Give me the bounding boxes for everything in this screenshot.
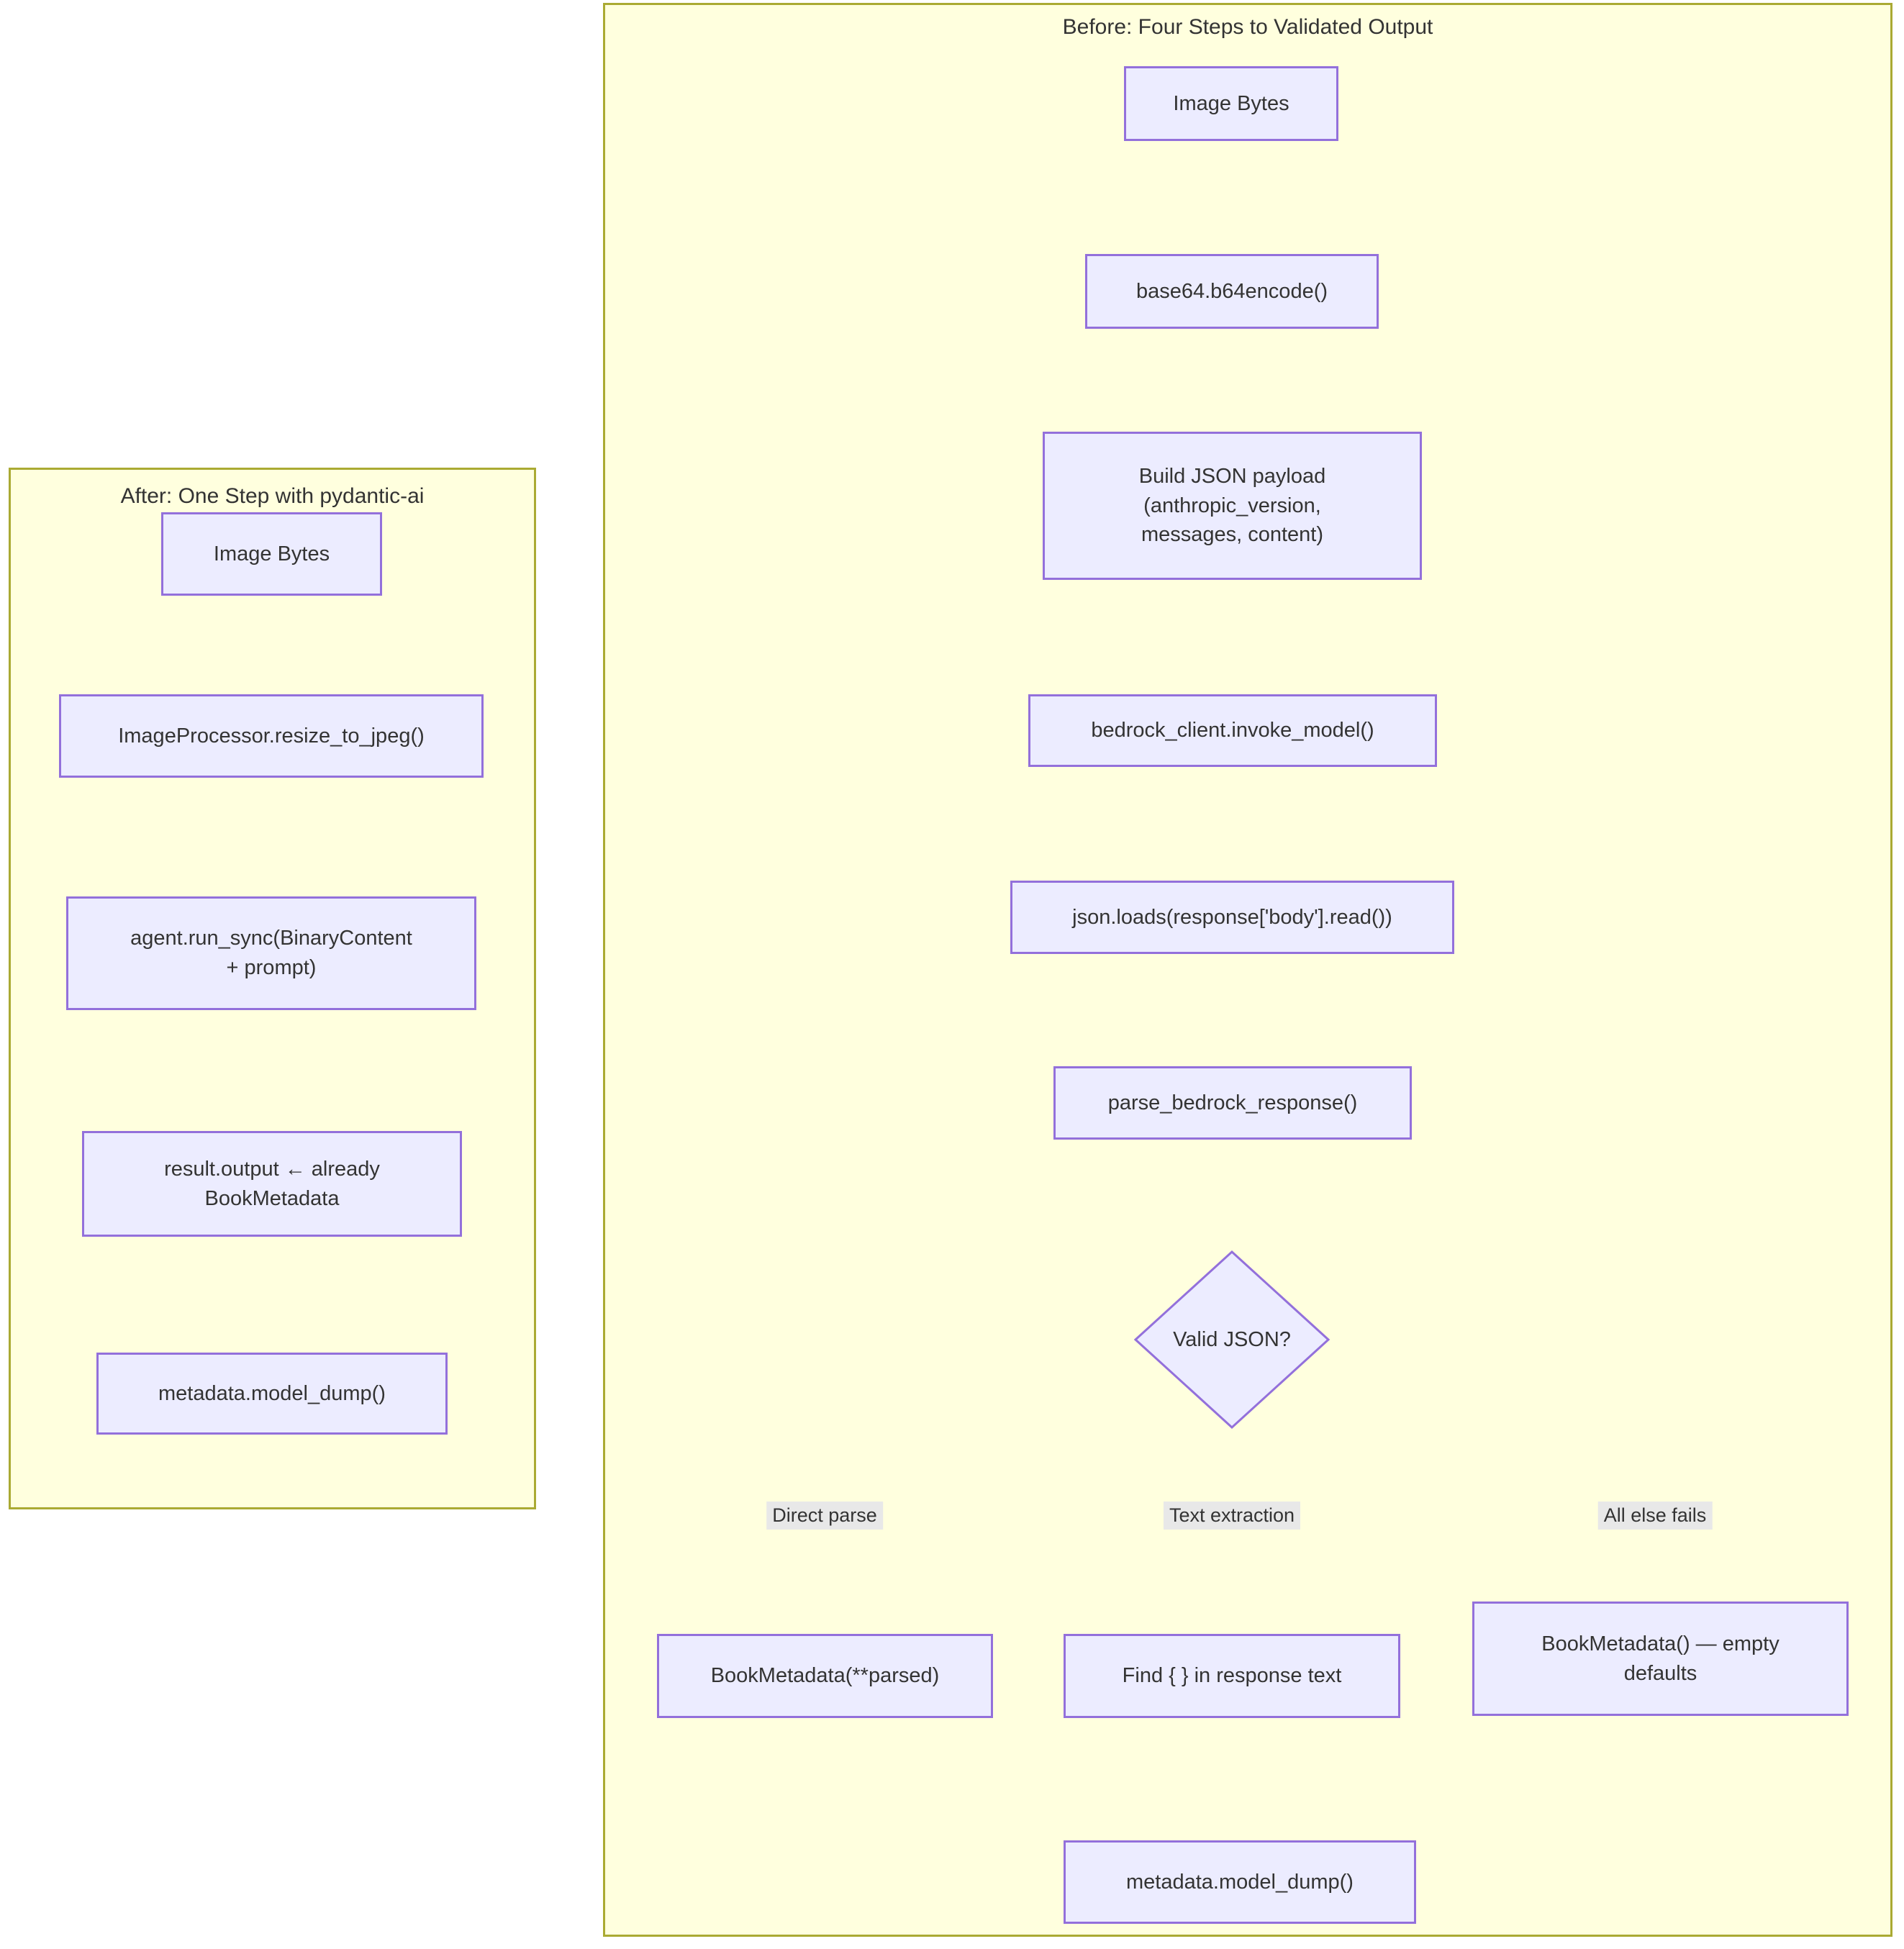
node-metadata-model-dump-before[interactable]: metadata.model_dump() [1064, 1840, 1416, 1924]
node-bookmetadata-parsed[interactable]: BookMetadata(**parsed) [657, 1634, 993, 1718]
node-valid-json-label: Valid JSON? [1173, 1327, 1291, 1351]
node-bedrock-invoke-model[interactable]: bedrock_client.invoke_model() [1028, 694, 1437, 767]
node-agent-run-sync[interactable]: agent.run_sync(BinaryContent + prompt) [66, 896, 476, 1010]
node-image-bytes-before[interactable]: Image Bytes [1124, 66, 1338, 141]
edge-label-text-extraction: Text extraction [1163, 1501, 1301, 1530]
node-find-braces-in-response-text[interactable]: Find { } in response text [1064, 1634, 1400, 1718]
edge-label-direct-parse: Direct parse [766, 1501, 883, 1530]
node-result-output-bookmetadata[interactable]: result.output ← already BookMetadata [82, 1131, 462, 1237]
subgraph-before-title: Before: Four Steps to Validated Output [1062, 15, 1433, 39]
node-base64-b64encode[interactable]: base64.b64encode() [1085, 254, 1379, 329]
node-image-bytes-after[interactable]: Image Bytes [161, 512, 382, 596]
node-parse-bedrock-response[interactable]: parse_bedrock_response() [1053, 1066, 1412, 1140]
node-valid-json-decision[interactable]: Valid JSON? [1134, 1250, 1330, 1429]
diamond-shape [1134, 1250, 1330, 1429]
node-json-loads-response-body[interactable]: json.loads(response['body'].read()) [1010, 881, 1454, 954]
node-bookmetadata-empty-defaults[interactable]: BookMetadata() — empty defaults [1472, 1602, 1849, 1716]
node-image-processor-resize[interactable]: ImageProcessor.resize_to_jpeg() [59, 694, 484, 778]
node-metadata-model-dump-after[interactable]: metadata.model_dump() [96, 1353, 448, 1435]
subgraph-after-title: After: One Step with pydantic-ai [120, 484, 425, 508]
node-build-json-payload[interactable]: Build JSON payload (anthropic_version, m… [1043, 432, 1422, 580]
edge-label-all-else-fails: All else fails [1597, 1501, 1713, 1530]
